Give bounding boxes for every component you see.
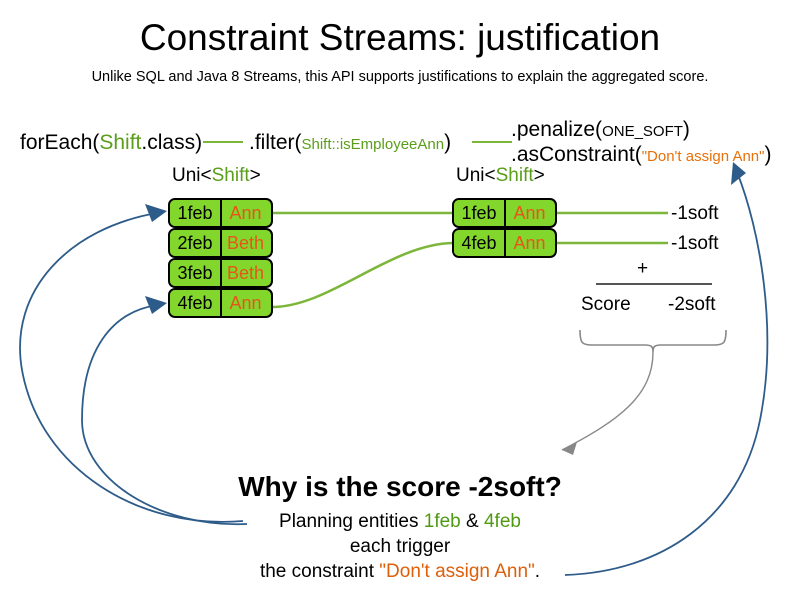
page-subtitle: Unlike SQL and Java 8 Streams, this API … <box>91 69 709 85</box>
code-penalize-suffix: ) <box>682 118 690 141</box>
code-penalize-prefix: .penalize( <box>511 118 603 141</box>
table-row[interactable]: 4feb Ann <box>168 288 273 318</box>
connector-4feb <box>271 241 454 309</box>
right-uni-suffix: > <box>533 165 545 186</box>
shift-date: 1feb <box>454 200 506 226</box>
explanation-line-1-amp: & <box>460 511 484 532</box>
code-foreach: forEach(Shift.class) <box>20 130 202 155</box>
table-row[interactable]: 2feb Beth <box>168 228 273 258</box>
shift-employee: Beth <box>226 262 265 283</box>
explanation-constraint-name: "Don't assign Ann" <box>379 561 535 582</box>
left-stream-type-label: Uni<Shift> <box>172 165 261 187</box>
explanation-line-3-prefix: the constraint <box>259 561 380 582</box>
shift-date: 3feb <box>170 260 222 286</box>
explanation-line-3: the constraint "Don't assign Ann". <box>0 560 800 584</box>
code-foreach-suffix: .class) <box>141 131 203 154</box>
code-as-constraint: .asConstraint("Don't assign Ann") <box>511 142 771 169</box>
shift-employee: Beth <box>226 232 265 253</box>
shift-employee: Ann <box>513 232 546 253</box>
code-as-constraint-prefix: .asConstraint( <box>511 143 642 166</box>
code-filter-prefix: .filter( <box>249 131 302 154</box>
code-as-constraint-arg: "Don't assign Ann" <box>641 148 765 165</box>
explanation-entity-a: 1feb <box>423 511 461 532</box>
explanation-entity-b: 4feb <box>483 511 521 532</box>
sum-operator: + <box>637 258 649 279</box>
shift-employee: Ann <box>229 292 262 313</box>
explanation-line-3-suffix: . <box>534 561 541 582</box>
explanation-question: Why is the score -2soft? <box>238 471 562 502</box>
brace-arrow <box>561 351 654 451</box>
shift-date: 4feb <box>454 230 506 256</box>
right-stream-type-label: Uni<Shift> <box>456 165 545 187</box>
explanation-line-1-prefix: Planning entities <box>279 511 424 532</box>
penalty-value-2: -1soft <box>671 233 719 254</box>
shift-employee: Ann <box>229 202 262 223</box>
penalty-value-1: -1soft <box>671 203 719 224</box>
code-filter-suffix: ) <box>444 131 452 154</box>
code-filter: .filter(Shift::isEmployeeAnn) <box>249 130 451 157</box>
code-connector-2 <box>472 141 512 143</box>
shift-date: 1feb <box>170 200 222 226</box>
score-label: Score <box>581 294 631 315</box>
sum-rule <box>596 283 712 285</box>
explanation-line-1: Planning entities 1feb & 4feb <box>0 510 800 534</box>
brace-arrow-head <box>562 442 577 455</box>
shift-date: 2feb <box>170 230 222 256</box>
table-row[interactable]: 1feb Ann <box>168 198 273 228</box>
shift-date: 4feb <box>170 290 222 316</box>
justification-arrow-4feb-head <box>145 296 167 314</box>
table-row[interactable]: 1feb Ann <box>452 198 557 228</box>
left-uni-suffix: > <box>249 165 261 186</box>
right-uni-prefix: Uni< <box>456 165 496 186</box>
code-filter-arg: Shift::isEmployeeAnn <box>301 136 445 153</box>
code-penalize: .penalize(ONE_SOFT) <box>511 117 690 144</box>
score-brace <box>579 329 727 353</box>
left-uni-prefix: Uni< <box>172 165 212 186</box>
table-row[interactable]: 4feb Ann <box>452 228 557 258</box>
shift-employee: Ann <box>513 202 546 223</box>
code-as-constraint-suffix: ) <box>764 143 772 166</box>
right-uni-type: Shift <box>495 165 534 186</box>
page-title: Constraint Streams: justification <box>139 17 661 58</box>
left-uni-type: Shift <box>211 165 250 186</box>
table-row[interactable]: 3feb Beth <box>168 258 273 288</box>
explanation-line-2: each trigger <box>349 536 451 557</box>
justification-arrow-1feb-head <box>145 204 167 222</box>
code-penalize-arg: ONE_SOFT <box>602 123 683 140</box>
code-connector-1 <box>203 141 243 143</box>
code-foreach-type: Shift <box>99 131 142 154</box>
code-foreach-prefix: forEach( <box>20 131 100 154</box>
score-total: -2soft <box>668 294 716 315</box>
